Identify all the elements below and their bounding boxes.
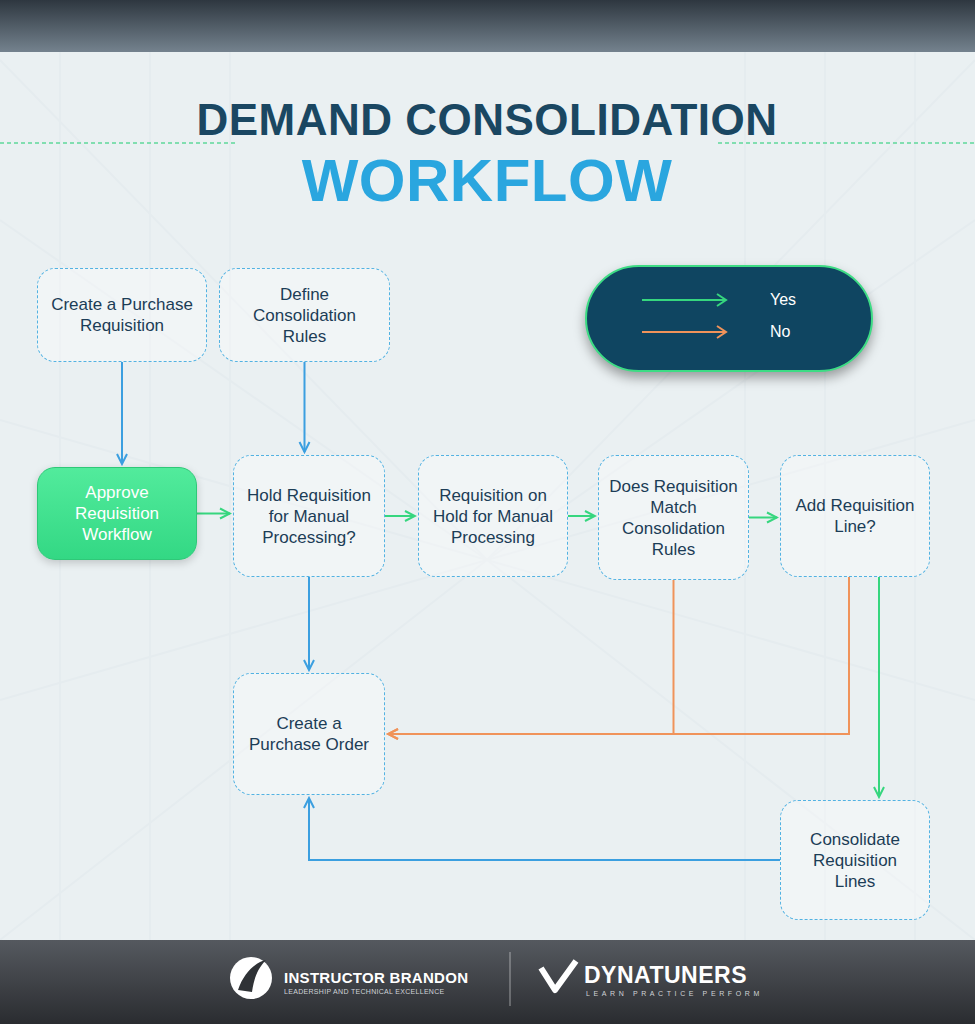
ceiling-band <box>0 0 975 52</box>
company-name: DYNATUNERS <box>584 961 747 990</box>
node-label: Requisition on Hold for Manual Processin… <box>429 485 557 548</box>
process-box: Requisition on Hold for Manual Processin… <box>418 455 568 577</box>
legend-entry: No <box>770 322 790 342</box>
node-label: Create a Purchase Requisition <box>48 294 196 336</box>
legend-label: No <box>770 323 790 340</box>
no-arrow-head <box>717 326 726 338</box>
flow-arrow <box>304 362 306 452</box>
legend-entry: Yes <box>770 290 796 310</box>
node-label: Hold Requisition for Manual Processing? <box>244 485 374 548</box>
node-label: Add Requisition Line? <box>791 495 919 537</box>
process-box: Consolidate Requisition Lines <box>780 800 930 920</box>
process-box: Create a Purchase Order <box>233 673 385 795</box>
process-box: Define Consolidation Rules <box>219 268 390 362</box>
node-label: Approve Requisition Workflow <box>48 482 186 545</box>
footer-band <box>0 940 975 1024</box>
brand-tagline: LEADERSHIP AND TECHNICAL EXCELLENCE <box>284 987 445 996</box>
process-box: Create a Purchase Requisition <box>37 268 207 362</box>
flow-arrow <box>308 577 310 670</box>
node-label: Define Consolidation Rules <box>230 284 379 347</box>
node-label: Does Requisition Match Consolidation Rul… <box>609 476 738 560</box>
flow-arrow <box>385 515 415 517</box>
node-label: Consolidate Requisition Lines <box>791 829 919 892</box>
footer-divider <box>510 952 511 1006</box>
no-arrow-sample <box>642 331 725 333</box>
yes-arrow-head <box>717 294 726 306</box>
legend-label: Yes <box>770 291 796 308</box>
flow-arrow <box>309 798 780 860</box>
flow-arrow <box>388 577 849 734</box>
diagram-title: DEMAND CONSOLIDATION WORKFLOW <box>167 82 807 214</box>
start-box: Approve Requisition Workflow <box>37 467 197 560</box>
yes-arrow-sample <box>642 299 725 301</box>
node-label: Create a Purchase Order <box>244 713 374 755</box>
decision-box: Add Requisition Line? <box>780 455 930 577</box>
brand-logo <box>230 957 272 999</box>
company-tagline: LEARN PRACTICE PERFORM <box>586 989 763 998</box>
decision-box: Does Requisition Match Consolidation Rul… <box>598 455 749 580</box>
brand-name: INSTRUCTOR BRANDON <box>284 968 468 987</box>
shelf-lines <box>0 52 975 940</box>
connectors <box>122 362 879 860</box>
light-panel <box>0 52 975 940</box>
flow-arrow <box>388 580 674 734</box>
flow-arrow <box>568 515 595 517</box>
flow-arrow <box>197 513 230 515</box>
flow-arrow <box>121 362 123 464</box>
legend-samples <box>587 267 875 374</box>
flow-arrow <box>749 517 777 519</box>
dynatuners-logo <box>541 961 576 990</box>
legend-panel: YesNo <box>585 265 873 372</box>
brand-logo-mark <box>238 960 266 992</box>
flow-arrow <box>878 577 880 797</box>
decision-box: Hold Requisition for Manual Processing? <box>233 455 385 577</box>
